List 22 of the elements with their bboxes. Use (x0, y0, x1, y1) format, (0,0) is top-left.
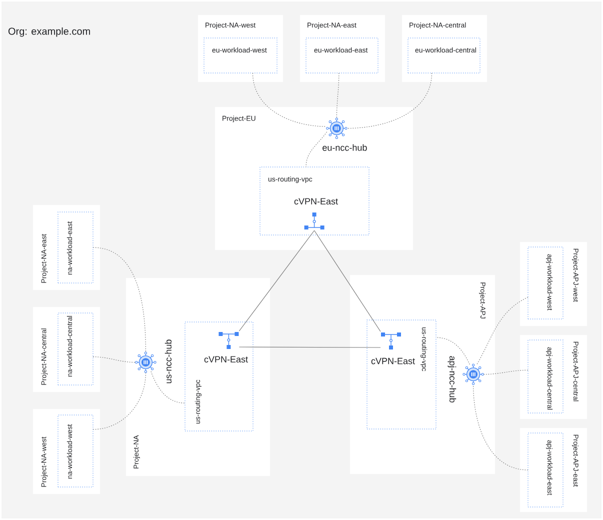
dashed-connector (473, 384, 528, 470)
connector-line (314, 230, 381, 332)
dashed-connector (92, 372, 146, 430)
connector-line (238, 230, 315, 332)
dashed-connector (484, 370, 528, 375)
hub-label: us-ncc-hub (164, 340, 172, 384)
gateway-label: cVPN-East (294, 198, 338, 205)
dashed-connector (436, 337, 470, 365)
dashed-connector (336, 72, 340, 118)
hub-label: eu-ncc-hub (322, 144, 367, 151)
dashed-connector (92, 356, 136, 363)
dashed-connector (346, 72, 432, 129)
dashed-connector (92, 247, 146, 352)
hub-label: apj-ncc-hub (448, 356, 456, 402)
dashed-connector (476, 296, 528, 365)
dashed-connector (252, 72, 327, 127)
dashed-connector (306, 132, 328, 168)
connector-line (238, 346, 381, 348)
org-label: Org: example.com (8, 27, 90, 37)
gateway-label: cVPN-East (371, 358, 415, 364)
dashed-connector (150, 371, 186, 404)
gateway-label: cVPN-East (204, 356, 248, 363)
